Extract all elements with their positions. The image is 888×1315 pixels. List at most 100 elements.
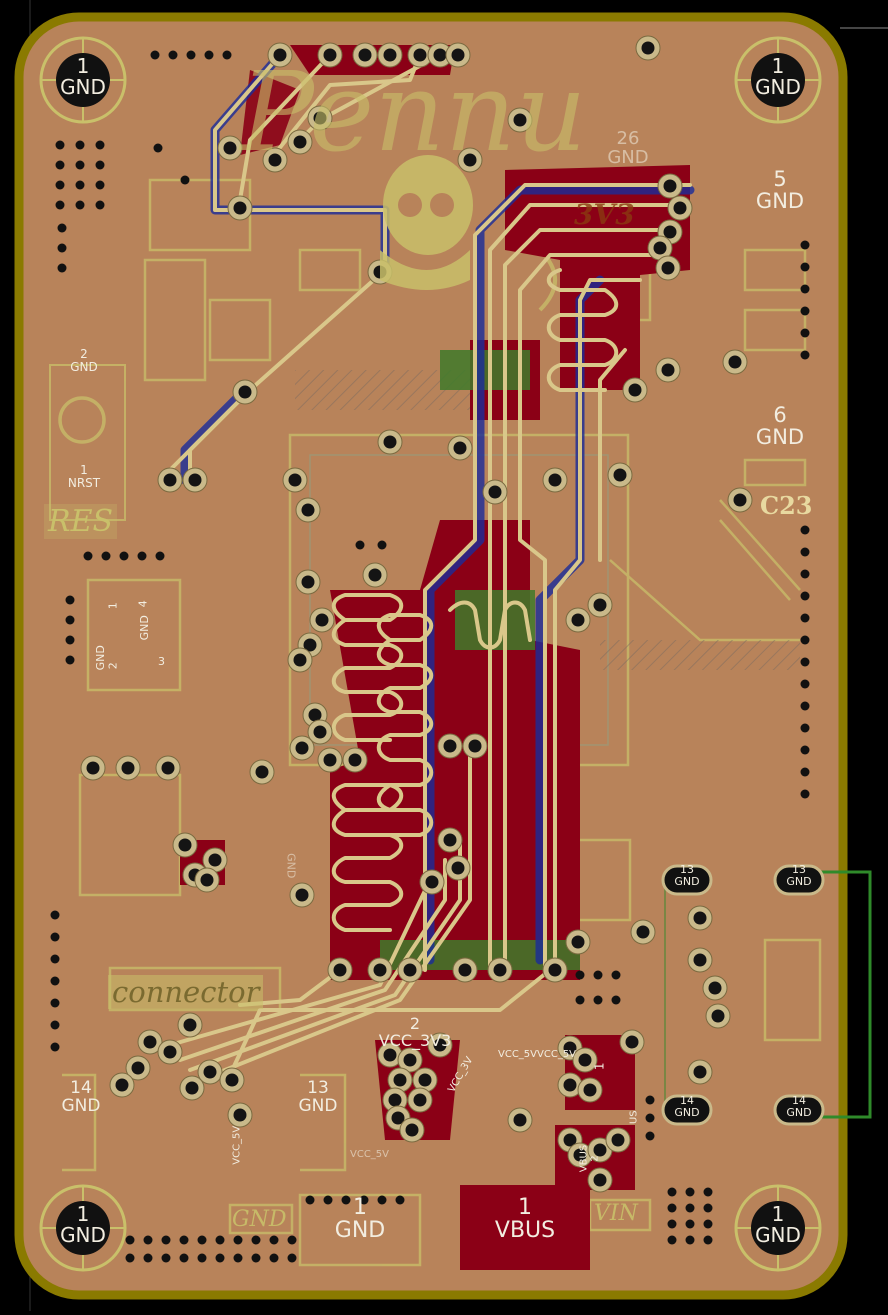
via-drill <box>315 613 329 627</box>
sw-pin-4: 4 <box>136 600 150 608</box>
via-drill <box>178 838 192 852</box>
small-via <box>800 240 810 250</box>
small-via <box>50 976 60 986</box>
via-drill <box>391 1111 405 1125</box>
small-via <box>197 1253 207 1263</box>
via-drill <box>295 888 309 902</box>
via-drill <box>293 653 307 667</box>
small-via <box>800 767 810 777</box>
small-via <box>341 1195 351 1205</box>
small-via <box>55 160 65 170</box>
small-via <box>65 595 75 605</box>
via-drill <box>653 241 667 255</box>
via-drill <box>488 485 502 499</box>
small-via <box>685 1235 695 1245</box>
via-drill <box>383 1048 397 1062</box>
small-via <box>667 1187 677 1197</box>
small-via <box>50 998 60 1008</box>
pad-pin: 1 <box>80 463 88 477</box>
small-via <box>800 569 810 579</box>
small-via <box>204 50 214 60</box>
via-drill <box>451 48 465 62</box>
small-via <box>179 1235 189 1245</box>
small-via <box>197 1235 207 1245</box>
via-drill <box>323 753 337 767</box>
small-via <box>269 1253 279 1263</box>
small-via <box>685 1203 695 1213</box>
small-via <box>50 932 60 942</box>
small-via <box>50 954 60 964</box>
small-via <box>222 50 232 60</box>
vcc-5v-label-a: VCC_5V <box>231 1125 243 1165</box>
usb-oval-pad <box>773 1094 825 1126</box>
small-via <box>800 328 810 338</box>
via-drill <box>161 761 175 775</box>
via-drill <box>463 153 477 167</box>
small-via <box>150 50 160 60</box>
small-via <box>95 180 105 190</box>
via-drill <box>548 963 562 977</box>
small-via <box>95 200 105 210</box>
small-via <box>57 223 67 233</box>
small-via <box>611 970 621 980</box>
small-via <box>800 306 810 316</box>
via-drill <box>563 1041 577 1055</box>
via-group <box>80 35 753 1193</box>
via-drill <box>358 48 372 62</box>
via-drill <box>388 1093 402 1107</box>
via-drill <box>693 953 707 967</box>
mh-pin: 1 <box>771 1202 785 1226</box>
pad-pin: 26 <box>616 128 640 149</box>
pad-net: VBUS <box>578 1144 590 1173</box>
via-drill <box>383 48 397 62</box>
silk-c23: C23 <box>760 491 813 520</box>
small-via <box>65 655 75 665</box>
small-via <box>143 1253 153 1263</box>
via-drill <box>583 1083 597 1097</box>
via-drill <box>303 638 317 652</box>
small-via <box>800 679 810 689</box>
pad-net: GND <box>334 1218 386 1244</box>
via-drill <box>693 1065 707 1079</box>
pad-pin: 14 <box>680 1094 694 1107</box>
via-drill <box>301 503 315 517</box>
pad-net: GND <box>298 1095 338 1116</box>
small-via <box>50 910 60 920</box>
via-drill <box>613 468 627 482</box>
via-drill <box>208 853 222 867</box>
via-drill <box>443 739 457 753</box>
small-via <box>75 180 85 190</box>
usb-oval-pad <box>773 864 825 896</box>
via-drill <box>86 761 100 775</box>
via-drill <box>403 1053 417 1067</box>
via-drill <box>611 1133 625 1147</box>
via-drill <box>163 473 177 487</box>
via-drill <box>563 1078 577 1092</box>
via-drill <box>188 473 202 487</box>
small-via <box>800 284 810 294</box>
small-via <box>395 1195 405 1205</box>
small-via <box>215 1235 225 1245</box>
mh-pin: 1 <box>771 54 785 78</box>
small-via <box>703 1219 713 1229</box>
via-drill <box>238 385 252 399</box>
pad-net: VCC_3V3 <box>378 1030 452 1050</box>
pad-pin: 2 <box>589 1155 600 1162</box>
small-via <box>119 551 129 561</box>
small-via <box>800 723 810 733</box>
pad-pin: 1 <box>592 1062 607 1071</box>
via-drill <box>223 141 237 155</box>
pad-pin: 13 <box>307 1078 329 1098</box>
via-drill <box>548 473 562 487</box>
small-via <box>377 1195 387 1205</box>
pad-net: VBUS <box>494 1218 556 1244</box>
via-drill <box>571 935 585 949</box>
